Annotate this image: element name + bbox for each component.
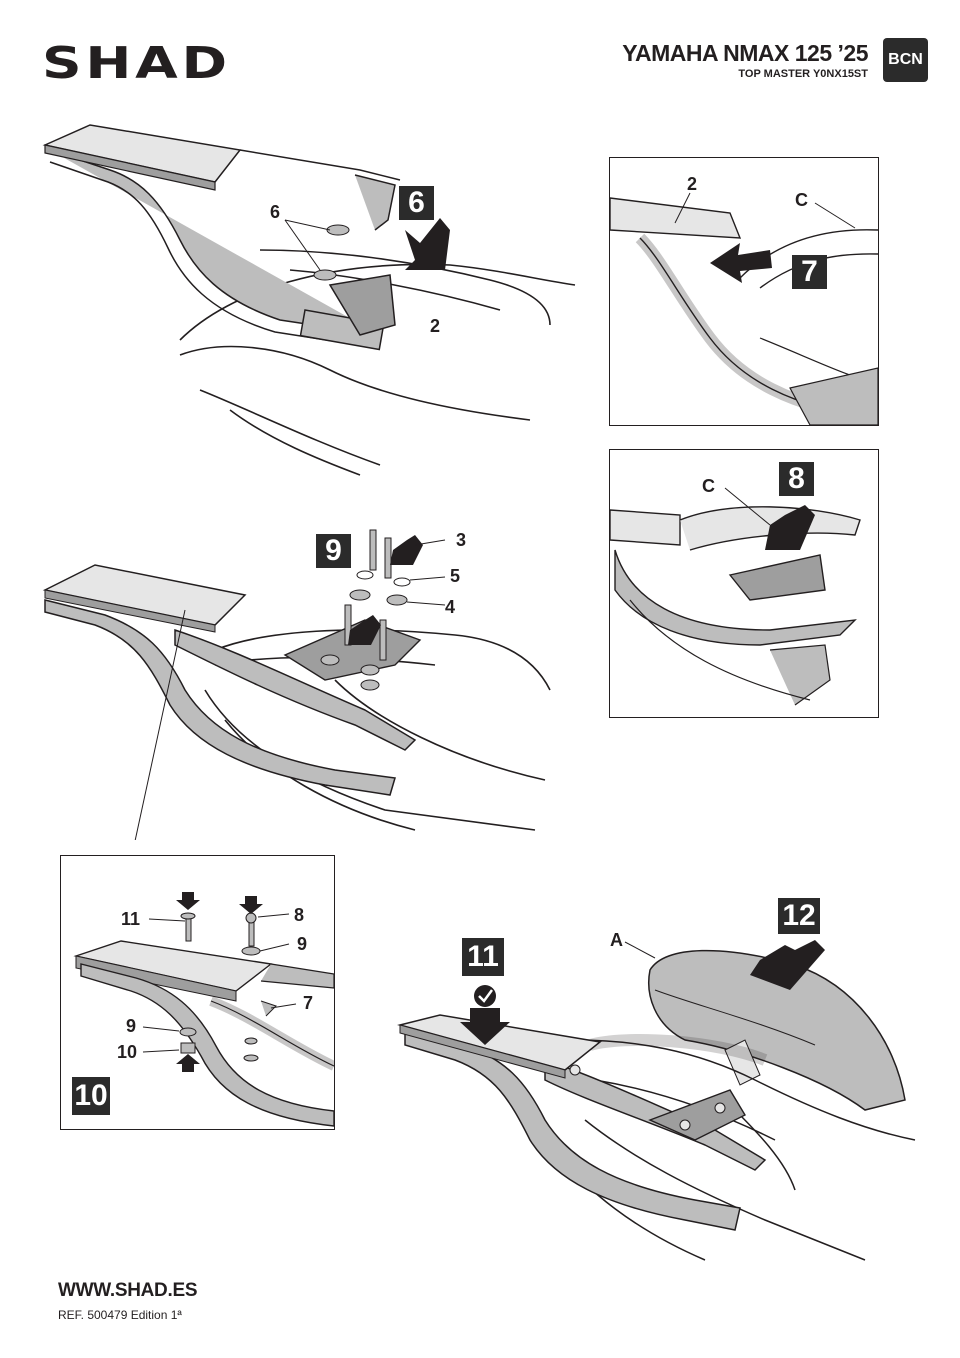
label-nut-10: 10	[117, 1042, 137, 1062]
illustration-step-6: 6 2	[42, 124, 576, 476]
product-reference: TOP MASTER Y0NX15ST	[738, 68, 868, 80]
website-url[interactable]: WWW.SHAD.ES	[58, 1280, 198, 1301]
document-reference: REF. 500479 Edition 1ª	[58, 1308, 182, 1322]
step-badge-8: 8	[779, 462, 814, 496]
arrow-down-icon	[348, 615, 381, 645]
label-plate-2-p7: 2	[687, 174, 697, 194]
label-plate-2: 2	[430, 316, 440, 336]
arrow-down-icon	[390, 535, 423, 565]
label-c-p8: C	[702, 476, 715, 496]
bcn-badge: BCN	[883, 38, 928, 82]
panel-step-7: 2 C	[609, 157, 879, 426]
step-badge-7: 7	[792, 255, 827, 289]
label-a: A	[610, 930, 623, 950]
label-bolt-11: 11	[121, 909, 140, 929]
label-part-6: 6	[270, 202, 280, 222]
arrow-down-icon	[750, 940, 825, 990]
brand-logo: SHAD	[42, 38, 231, 89]
step-badge-10: 10	[72, 1077, 110, 1115]
label-bolt-8: 8	[294, 905, 304, 925]
arrow-down-icon	[176, 892, 200, 910]
illustration-step-9: 3 5 4	[42, 529, 551, 840]
step-badge-6: 6	[399, 186, 434, 220]
illustration-step-11-12: A	[397, 930, 916, 1261]
step-badge-12: 12	[778, 898, 820, 934]
arrow-down-icon	[460, 1008, 510, 1045]
label-bolt-3: 3	[456, 530, 466, 550]
model-title: YAMAHA NMAX 125 ’25	[622, 40, 868, 66]
label-washer-4: 4	[445, 597, 455, 617]
label-washer-5: 5	[450, 566, 460, 586]
arrow-down-icon	[405, 218, 450, 270]
panel-step-8: C	[609, 449, 879, 718]
step-badge-9: 9	[316, 534, 351, 568]
label-part-7: 7	[303, 993, 313, 1013]
arrow-down-icon	[765, 505, 815, 550]
step-badge-11: 11	[462, 938, 504, 976]
label-c-p7: C	[795, 190, 808, 210]
arrow-down-icon	[239, 896, 263, 914]
check-circle-icon	[474, 985, 496, 1007]
panel-step-10: 11 8 9 7 9 10	[60, 855, 337, 1130]
label-washer-9: 9	[297, 934, 307, 954]
label-washer-9-bottom: 9	[126, 1016, 136, 1036]
arrow-up-icon	[176, 1054, 200, 1072]
arrow-left-icon	[710, 243, 772, 283]
